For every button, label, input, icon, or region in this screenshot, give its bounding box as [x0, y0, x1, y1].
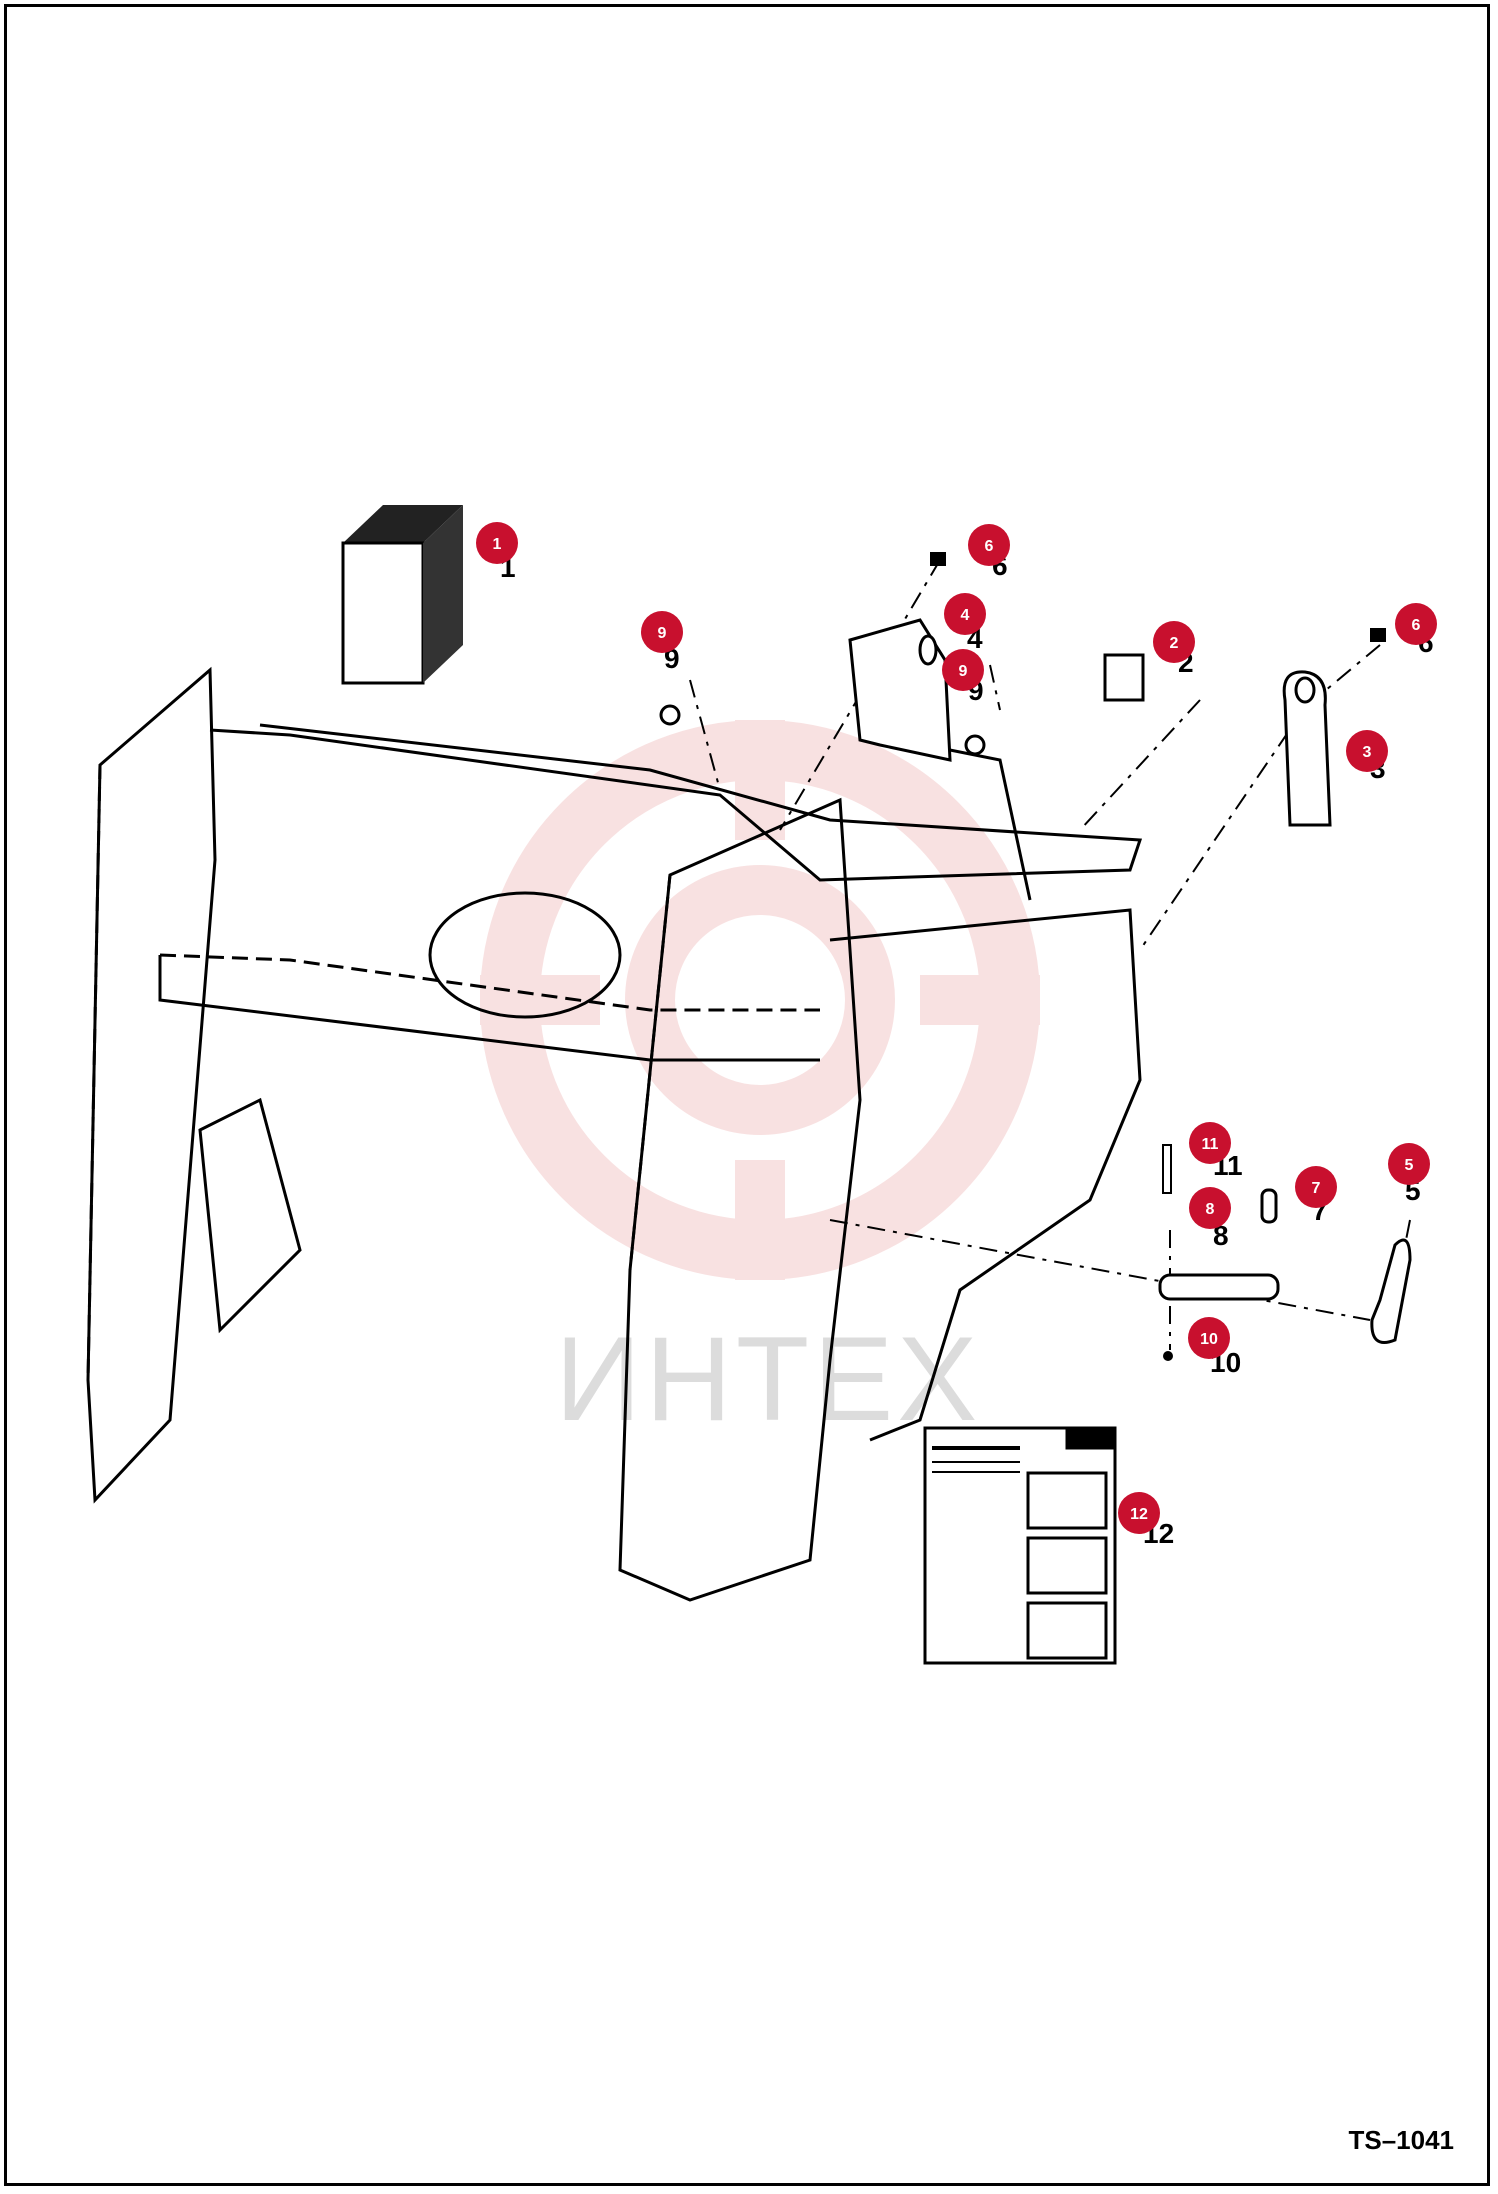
- part-6-bolt-b: [1370, 628, 1386, 642]
- svg-text:9: 9: [658, 625, 667, 642]
- svg-text:8: 8: [1206, 1201, 1215, 1218]
- callout-6b: 6: [1395, 603, 1437, 645]
- callout-10: 10: [1188, 1317, 1230, 1359]
- part-4-plate: [848, 618, 952, 762]
- svg-text:3: 3: [1363, 744, 1372, 761]
- svg-text:10: 10: [1200, 1331, 1218, 1348]
- part-6-bolt-a: [930, 552, 946, 566]
- part-12-decal: [923, 1426, 1117, 1665]
- svg-text:5: 5: [1405, 1157, 1414, 1174]
- part-9-nut-b: [964, 734, 986, 756]
- svg-text:6: 6: [985, 538, 994, 555]
- sheet-id: TS–1041: [1348, 2125, 1454, 2155]
- callout-1: 1: [476, 522, 518, 564]
- part-10-ball: [1163, 1351, 1173, 1361]
- part-1-box: [341, 505, 463, 685]
- callout-8: 8: [1189, 1187, 1231, 1229]
- callout-6a: 6: [968, 524, 1010, 566]
- callout-9a: 9: [641, 611, 683, 653]
- svg-text:6: 6: [1412, 617, 1421, 634]
- part-8-pin: [1158, 1273, 1280, 1301]
- callout-4: 4: [944, 593, 986, 635]
- callout-11: 11: [1189, 1122, 1231, 1164]
- callout-12: 12: [1118, 1492, 1160, 1534]
- watermark-text: ИНТЕХ: [555, 1312, 981, 1446]
- svg-text:11: 11: [1202, 1136, 1219, 1153]
- callout-3: 3: [1346, 730, 1388, 772]
- svg-text:12: 12: [1130, 1506, 1148, 1523]
- part-3-bracket: [1282, 670, 1332, 827]
- callout-5: 5: [1388, 1143, 1430, 1185]
- part-2-plate: [1103, 653, 1145, 702]
- callout-9b: 9: [942, 649, 984, 691]
- callout-2: 2: [1153, 621, 1195, 663]
- part-7-clip: [1260, 1188, 1278, 1224]
- svg-text:4: 4: [961, 607, 970, 624]
- drawing-frame: [4, 4, 1490, 2186]
- part-5-link: [1370, 1238, 1412, 1344]
- watermark-gear-icon: [480, 720, 1040, 1280]
- callout-7: 7: [1295, 1166, 1337, 1208]
- svg-text:2: 2: [1170, 635, 1179, 652]
- svg-text:9: 9: [959, 663, 968, 680]
- part-9-nut-a: [659, 704, 681, 726]
- svg-text:1: 1: [493, 536, 502, 553]
- callout-badges: 1 2 3 4 5 6 6 7 8 9 9 10 11 12: [476, 522, 1437, 1534]
- svg-text:7: 7: [1312, 1180, 1321, 1197]
- loader-main-frame: [86, 666, 1143, 1602]
- part-11-bolt: [1162, 1144, 1172, 1194]
